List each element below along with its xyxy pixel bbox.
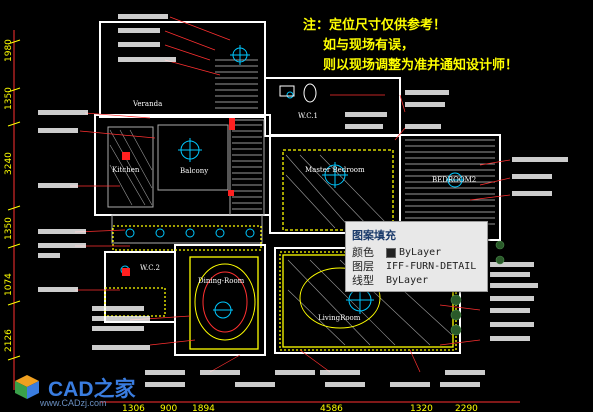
note-line-3: 则以现场调整为准并通知设计师！ bbox=[323, 58, 519, 73]
dim-left-3: 3240 bbox=[4, 152, 14, 175]
tooltip-row-linetype: 线型 ByLayer bbox=[352, 274, 481, 288]
room-label-master-bedroom: Master Bedroom bbox=[305, 166, 365, 174]
room-label-wc1: W.C.1 bbox=[298, 112, 318, 120]
room-label-balcony: Balcony bbox=[180, 167, 208, 175]
room-label-dining-room: Dining-Room bbox=[198, 277, 245, 285]
dim-bottom-1: 1306 bbox=[122, 404, 145, 412]
tooltip-row-layer: 图层 IFF-FURN-DETAIL bbox=[352, 260, 481, 274]
tooltip-title: 图案填充 bbox=[352, 229, 396, 242]
tooltip-linetype-value: ByLayer bbox=[386, 275, 429, 286]
dim-bottom-3: 1894 bbox=[192, 404, 215, 412]
tooltip-row-color: 颜色 ByLayer bbox=[352, 246, 481, 260]
room-label-veranda: Veranda bbox=[132, 100, 162, 108]
color-swatch-icon bbox=[386, 248, 396, 258]
dim-left-5: 1074 bbox=[4, 273, 14, 296]
dim-left-4: 1350 bbox=[4, 217, 14, 240]
tooltip-color-value: ByLayer bbox=[399, 247, 442, 258]
hatch-properties-tooltip: 图案填充 颜色 ByLayer 图层 IFF-FURN-DETAIL 线型 By… bbox=[345, 221, 488, 292]
room-label-living-room: LivingRoom bbox=[318, 314, 361, 322]
dim-bottom-2: 900 bbox=[160, 404, 177, 412]
room-label-bedroom2: BEDROOM2 bbox=[432, 176, 476, 184]
dim-left-2: 1350 bbox=[4, 87, 14, 110]
tooltip-linetype-label: 线型 bbox=[352, 274, 374, 287]
logo-url-text: www.CADzj.com bbox=[40, 398, 107, 408]
dim-left-1: 1980 bbox=[4, 39, 14, 62]
cube-logo-icon bbox=[15, 375, 39, 399]
tooltip-layer-value: IFF-FURN-DETAIL bbox=[386, 261, 477, 272]
logo-brand-text: CAD之家 bbox=[48, 378, 136, 401]
tooltip-color-label: 颜色 bbox=[352, 246, 374, 259]
dim-bottom-4: 4586 bbox=[320, 404, 343, 412]
tooltip-layer-label: 图层 bbox=[352, 260, 374, 273]
dim-bottom-5: 1320 bbox=[410, 404, 433, 412]
room-label-kitchen: Kitchen bbox=[112, 166, 140, 174]
dim-left-6: 2126 bbox=[4, 329, 14, 352]
note-line-2: 如与现场有误， bbox=[323, 38, 415, 53]
room-label-wc2: W.C.2 bbox=[140, 264, 160, 272]
cadzj-watermark-logo: CAD之家 www.CADzj.com bbox=[8, 370, 168, 410]
dim-bottom-6: 2290 bbox=[455, 404, 478, 412]
note-line-1: 注：定位尺寸仅供参考！ bbox=[303, 18, 447, 33]
